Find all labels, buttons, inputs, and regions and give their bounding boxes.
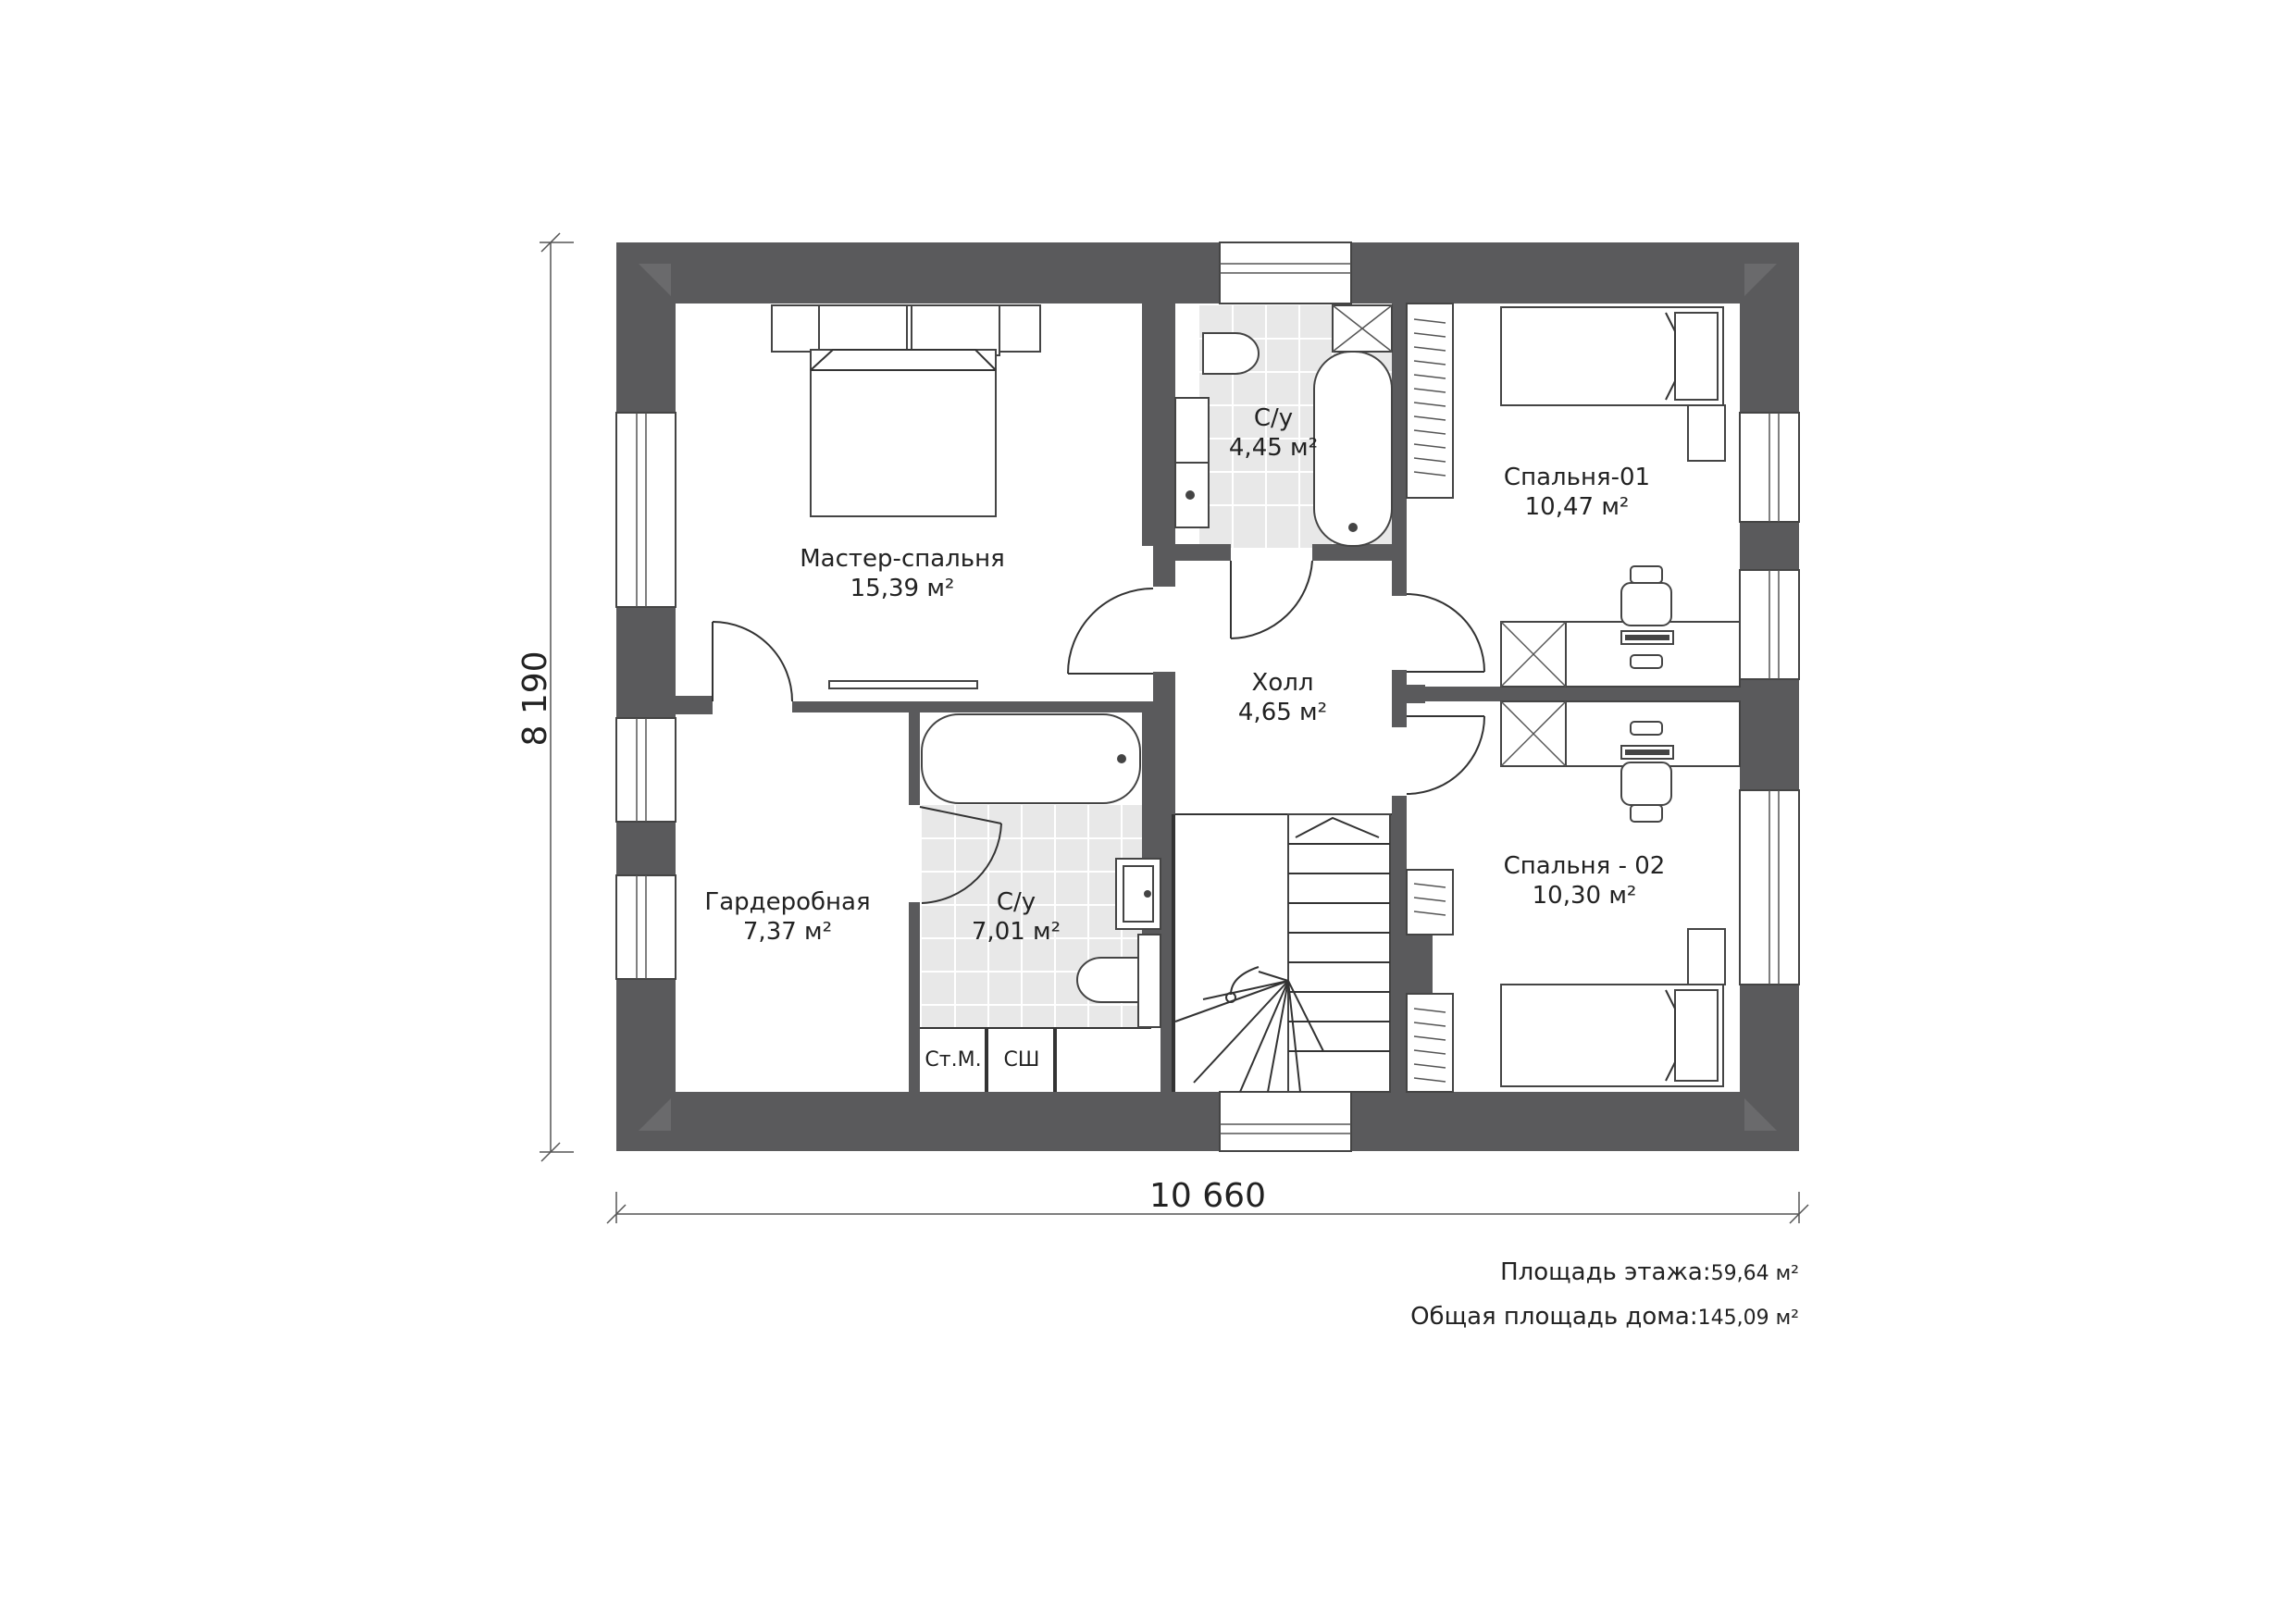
master-bedroom-area: 15,39 м² [850,575,955,602]
hall-area: 4,65 м² [1238,699,1327,726]
width-dimension-label: 10 660 [1149,1177,1266,1215]
floor-area-label: Площадь этажа: [1500,1258,1711,1286]
bath-bottom-fixtures [921,713,1161,1028]
floor-area-value: 59,64 м² [1711,1262,1799,1285]
exterior-walls [616,242,1799,1151]
bedroom-02-furniture [1406,700,1741,1093]
master-tv-console [828,680,978,689]
bath-bottom-area: 7,01 м² [972,918,1061,946]
hall-name: Холл [1252,669,1314,697]
total-area-value: 145,09 м² [1698,1307,1799,1330]
doors [712,560,1485,904]
area-summary: Площадь этажа:59,64 м² Общая площадь дом… [1410,1258,1799,1331]
bedroom-01-furniture [1406,303,1741,688]
dimension-vertical: 8 190 [516,232,574,1162]
dimension-horizontal: 10 660 [606,1177,1809,1224]
master-bed [771,304,1041,517]
wardrobe-area: 7,37 м² [743,918,832,946]
bedroom-02-area: 10,30 м² [1533,882,1637,910]
room-labels: Мастер-спальня 15,39 м² Гардеробная 7,37… [704,404,1665,1072]
svg-text:Общая площадь дома:145,09 м²: Общая площадь дома:145,09 м² [1410,1303,1799,1331]
bath-top-name: С/у [1254,404,1293,432]
bath-bottom-name: С/у [997,888,1036,916]
bedroom-01-area: 10,47 м² [1525,493,1630,521]
staircase [1174,813,1391,1093]
wardrobe-name: Гардеробная [704,888,870,916]
bath-top-fixtures [1174,304,1393,547]
windows [615,242,1800,1152]
dryer-closet-label: СШ [1004,1048,1040,1072]
master-bedroom-name: Мастер-спальня [800,545,1005,573]
total-area-label: Общая площадь дома: [1410,1303,1698,1331]
bedroom-01-name: Спальня-01 [1504,464,1650,491]
washer-closet-label: Ст.М. [925,1048,981,1072]
svg-text:Площадь этажа:59,64 м²: Площадь этажа:59,64 м² [1500,1258,1799,1286]
height-dimension-label: 8 190 [516,650,554,746]
interior-walls [676,304,1740,1092]
bedroom-02-name: Спальня - 02 [1504,852,1666,880]
bath-top-area: 4,45 м² [1229,434,1318,462]
